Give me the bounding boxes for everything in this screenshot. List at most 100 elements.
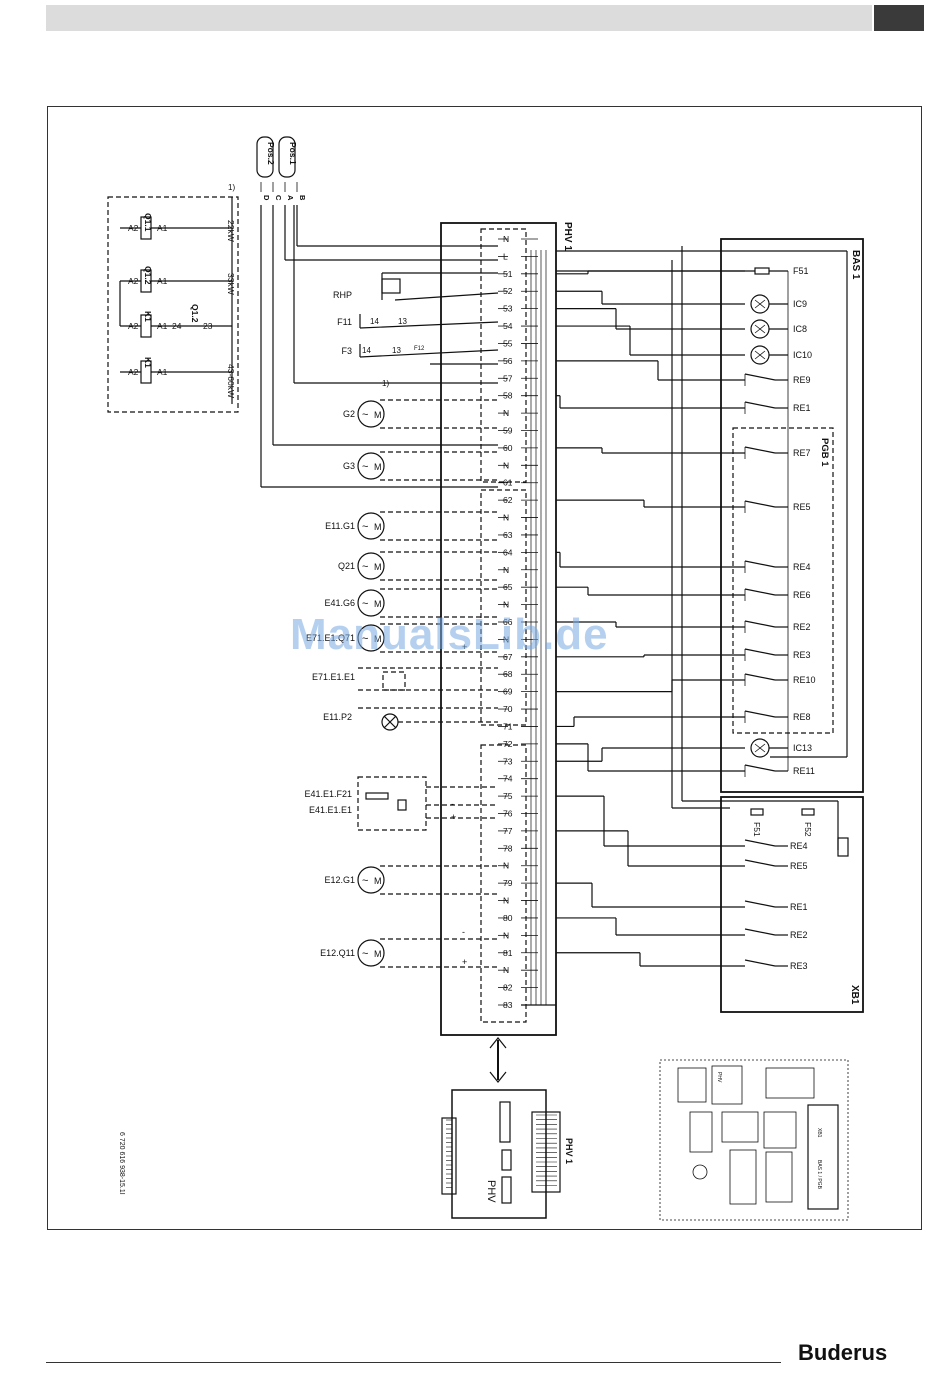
xb-re4: RE4 [790,841,808,851]
bas-re7: RE7 [793,448,811,458]
motor-symbol [357,624,385,652]
arrow-down [489,1071,507,1083]
f3-fuse: F12 [414,346,425,352]
comp-e71.e1.q71: E71.E1.Q71 [306,633,355,643]
terminal-63: 63 [503,530,513,540]
xb-f52: F52 [803,822,813,837]
terminal-group-2 [480,489,527,726]
ov-xb: XB1 [816,1128,822,1138]
bas-ic8: IC8 [793,324,807,334]
inset-note: 1) [228,183,235,192]
terminal-77: 77 [503,826,513,836]
pos-label-pos-1: Pos.1 [288,142,298,165]
wire [744,764,776,772]
xb-label: XB1 [849,985,860,1005]
motor-letter: M [374,522,382,532]
xb-re3: RE3 [790,961,808,971]
fuse-symbol [754,267,770,275]
ov-block [711,1065,743,1105]
coil-a1: A1 [157,321,168,331]
motor-letter: M [374,562,382,572]
inset-box [107,196,239,413]
bas-f51: F51 [793,266,809,276]
relay-box [382,671,406,691]
rhp-box [381,278,401,294]
comp-rhp: RHP [333,290,352,300]
terminal-82: 82 [503,983,513,993]
polarity-sign: - [462,927,465,937]
diagram-labels: PHV 1NL5152535455565758N5960N6162N6364N6… [118,142,861,1203]
terminal-73: 73 [503,756,513,766]
terminal-62: 62 [503,495,513,505]
wire [754,299,766,309]
wire [744,839,776,847]
footer-line [46,1362,781,1363]
polarity-sign: + [451,812,456,822]
bas-re10: RE10 [793,675,816,685]
terminal-67: 67 [503,652,513,662]
phv-terminal-strip-right [531,1111,561,1193]
motor-letter: M [374,410,382,420]
contact-name: Q1.2 [190,304,200,323]
wire [744,648,776,656]
wire [744,928,776,936]
phv-chip [501,1149,512,1171]
motor-symbol [357,552,385,580]
comp-g2: G2 [343,409,355,419]
wire [744,373,776,381]
coil-power: 33kW [226,273,236,295]
terminal-79: 79 [503,878,513,888]
phv-module [440,222,557,1036]
terminal-N: N [503,513,509,523]
coil-name: Q1.1 [143,213,153,232]
comp-e41-e1-f21: E41.E1.F21 [304,789,352,799]
terminal-80: 80 [503,913,513,923]
f11-c1: 14 [370,317,379,326]
pos-tag-pos-2 [256,136,274,178]
bas-re6: RE6 [793,590,811,600]
motor-letter: M [374,599,382,609]
terminal-76: 76 [503,809,513,819]
polarity-sign: + [462,957,467,967]
terminal-N: N [503,600,509,610]
terminal-N: N [503,565,509,575]
wire [744,588,776,596]
motor-tilde: ~ [362,948,368,960]
coil-a1: A1 [157,276,168,286]
wire [744,673,776,681]
wire [744,560,776,568]
bas-module [720,238,864,793]
wire [744,859,776,867]
ov-board [807,1104,839,1210]
wire [754,324,766,334]
terminal-59: 59 [503,426,513,436]
pos-tag-pos-1 [278,136,296,178]
terminal-54: 54 [503,321,513,331]
wire [744,401,776,409]
motor-symbol [357,512,385,540]
terminal-81: 81 [503,948,513,958]
xb-connector [837,837,849,857]
terminal-61: 61 [503,478,513,488]
wire [744,959,776,967]
coil-a1: A1 [157,367,168,377]
wire [744,500,776,508]
motor-tilde: ~ [362,875,368,887]
motor-symbol [357,866,385,894]
xb-re2: RE2 [790,930,808,940]
note-1: 1) [382,379,389,388]
fuse-symbol [750,808,764,816]
fuse-symbol [801,808,815,816]
coil-a2: A2 [128,223,139,233]
terminal-71: 71 [503,721,513,731]
thumb-phv-text: PHV [485,1180,497,1203]
terminal-78: 78 [503,843,513,853]
terminal-75: 75 [503,791,513,801]
wire [744,710,776,718]
comp-e12.q11: E12.Q11 [320,948,355,958]
coil-power: 43-60kW [226,364,236,398]
terminal-72: 72 [503,739,513,749]
ov-block [729,1149,757,1205]
motor-letter: M [374,876,382,886]
terminal-N: N [503,234,509,244]
